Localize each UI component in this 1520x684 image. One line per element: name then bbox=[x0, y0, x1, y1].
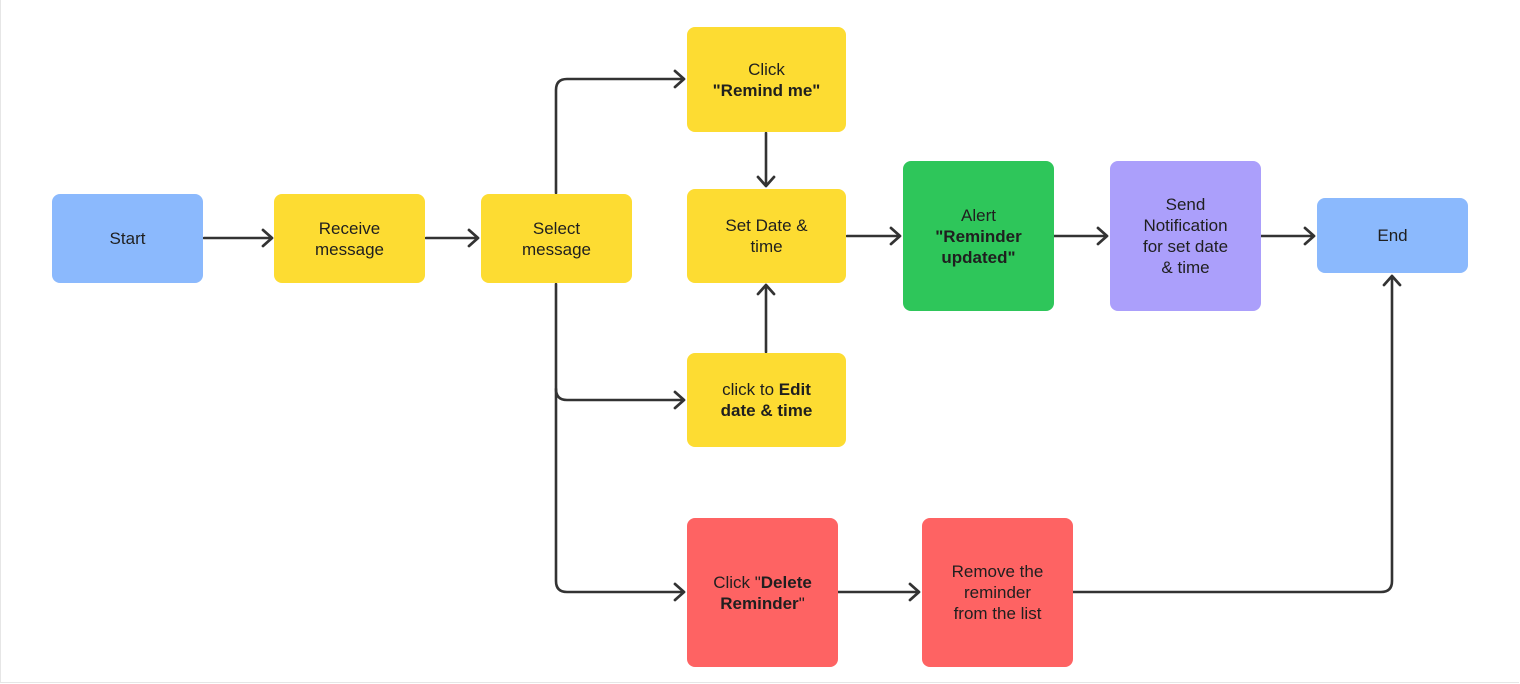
arrow-select-to-delete bbox=[554, 387, 686, 602]
edit-date-time-node[interactable]: click to Edit date & time bbox=[687, 353, 846, 447]
select-message-node[interactable]: Select message bbox=[481, 194, 632, 283]
arrow-receive-to-select bbox=[424, 228, 480, 248]
notification-line-2: Notification bbox=[1143, 216, 1228, 235]
notification-line-1: Send bbox=[1165, 195, 1206, 214]
alert-line-1: Alert bbox=[961, 205, 996, 225]
receive-message-node[interactable]: Receive message bbox=[274, 194, 425, 283]
arrow-setdate-to-alert bbox=[845, 226, 902, 246]
notification-line-4: & time bbox=[1161, 258, 1210, 277]
edit-date-time-line-1: click to Edit bbox=[722, 380, 811, 399]
arrow-select-to-remind bbox=[554, 69, 686, 195]
select-message-line-1: Select bbox=[532, 218, 581, 238]
edit-date-time-line-2: date & time bbox=[720, 401, 813, 420]
select-message-line-2: message bbox=[522, 239, 591, 259]
notification-line-3: for set date bbox=[1142, 237, 1229, 256]
arrow-edit-to-setdate bbox=[756, 283, 776, 354]
delete-reminder-line-1: Click "Delete bbox=[713, 572, 812, 592]
arrow-start-to-receive bbox=[202, 228, 274, 248]
delete-reminder-line-2: Reminder" bbox=[720, 593, 805, 613]
delete-reminder-node[interactable]: Click "Delete Reminder" bbox=[687, 518, 838, 667]
arrow-select-to-edit bbox=[554, 282, 686, 410]
arrow-alert-to-notify bbox=[1052, 226, 1109, 246]
remind-me-line-1: Click bbox=[748, 59, 785, 79]
alert-line-2: "Reminder bbox=[935, 226, 1022, 246]
set-date-time-line-1: Set Date & bbox=[725, 216, 808, 235]
arrow-remind-to-setdate bbox=[756, 131, 776, 188]
receive-message-line-1: Receive bbox=[318, 218, 381, 238]
remove-line-2: reminder bbox=[963, 583, 1032, 602]
remove-line-1: Remove the bbox=[951, 562, 1044, 581]
start-label: Start bbox=[109, 229, 146, 248]
remove-line-3: from the list bbox=[953, 604, 1042, 623]
end-node[interactable]: End bbox=[1317, 198, 1468, 273]
set-date-time-line-2: time bbox=[750, 237, 783, 256]
end-label: End bbox=[1377, 226, 1408, 245]
arrow-notify-to-end bbox=[1259, 226, 1316, 246]
send-notification-node[interactable]: Send Notification for set date & time bbox=[1110, 161, 1261, 311]
start-node[interactable]: Start bbox=[52, 194, 203, 283]
alert-line-3: updated" bbox=[941, 247, 1016, 267]
set-date-time-node[interactable]: Set Date & time bbox=[687, 189, 846, 283]
remind-me-node[interactable]: Click "Remind me" bbox=[687, 27, 846, 132]
arrow-remove-to-end bbox=[1071, 274, 1402, 594]
alert-reminder-updated-node[interactable]: Alert "Reminder updated" bbox=[903, 161, 1054, 311]
receive-message-line-2: message bbox=[315, 239, 384, 259]
remind-me-line-2: "Remind me" bbox=[712, 80, 821, 100]
arrow-delete-to-remove bbox=[836, 582, 921, 602]
remove-reminder-node[interactable]: Remove the reminder from the list bbox=[922, 518, 1073, 667]
